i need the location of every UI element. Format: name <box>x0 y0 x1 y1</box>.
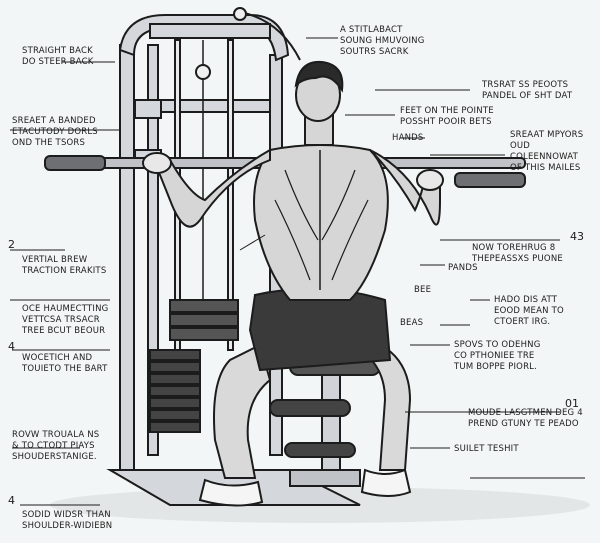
label-stimulate: A STITLABACT SOUNG HMUVOING SOUTRS SACRK <box>340 25 425 57</box>
label-smart-banded: SREAET A BANDED ETACUTODY DORLS OND THE … <box>12 116 98 148</box>
label-hands-top: HANDS <box>392 133 424 143</box>
number-right-01: 01 <box>565 397 579 410</box>
leader-lines <box>10 37 585 506</box>
athlete <box>142 60 444 507</box>
label-spons: SPOVS TO ODEHNG CO PTHONIEE TRE TUM BOPP… <box>454 340 541 372</box>
label-woection: WOCETICH AND TOUIETO THE BART <box>22 353 108 374</box>
label-tresat: TRSRAT SS PEOOTS PANDEL OF SHT DAT <box>482 80 573 101</box>
label-straight-back: STRAIGHT BACK DO STEER BACK <box>22 46 94 67</box>
label-hard-dis: HADO DIS ATT EOOD MEAN TO CTOERT IRG. <box>494 295 564 327</box>
label-vertical-brew: VERTIAL BREW TRACTION ERAKITS <box>22 255 107 276</box>
label-row-trouala: ROVW TROUALA NS & TO CTODT PIAYS SHOUDER… <box>12 430 100 462</box>
bench <box>269 354 381 487</box>
label-smart-mirrors: SREAAT MPYORS OUD COLEENNOWAT OF THIS MA… <box>510 130 584 173</box>
label-suilet: SUILET TESHIT <box>454 444 519 454</box>
number-left-4a: 4 <box>8 340 15 353</box>
label-pands: PANDS <box>448 263 478 273</box>
label-feet: FEET ON THE POINTE POSSHT POOIR BETS <box>400 106 494 127</box>
label-oce-hamstring: OCE HAUMECTTING VETTCSA TRSACR TREE BCUT… <box>22 304 109 336</box>
label-solid-wider: SODID WIDSR THAN SHOULDER-WIDIEBN <box>22 510 113 531</box>
label-bee: BEE <box>414 285 432 295</box>
label-how-tore: NOW TOREHRUG 8 THEPEASSXS PUONE <box>472 243 563 264</box>
label-module: MOUDE LASGTMEN DEG 4 PREND GTUNY TE PEAD… <box>468 408 583 429</box>
number-right-43: 43 <box>570 230 584 243</box>
number-left-4b: 4 <box>8 494 15 507</box>
number-left-2: 2 <box>8 238 15 251</box>
label-bead: BEAS <box>400 318 424 328</box>
